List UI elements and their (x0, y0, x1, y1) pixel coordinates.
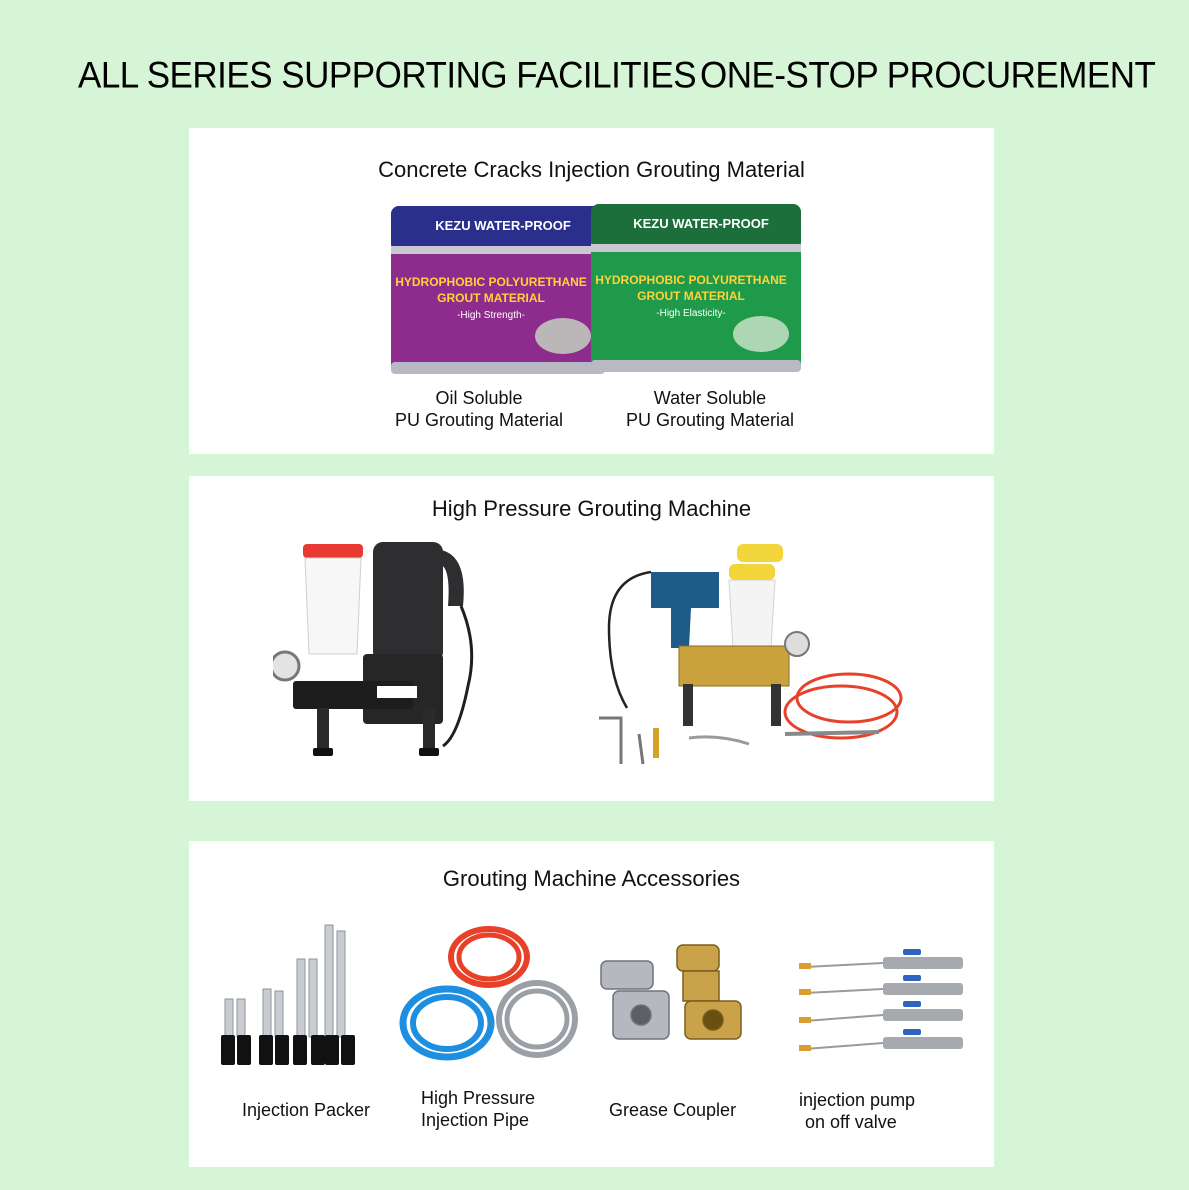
grease-coupler-caption: Grease Coupler (609, 1100, 737, 1120)
oil-grout-can: KEZU WATER-PROOF HYDROPHOBIC POLYURETHAN… (391, 206, 605, 374)
oil-can-product-line-1: HYDROPHOBIC POLYURETHANE (395, 275, 587, 289)
accessories-panel: Grouting Machine Accessories (189, 841, 994, 1167)
machines-panel: High Pressure Grouting Machine (189, 476, 994, 801)
machines-title: High Pressure Grouting Machine (431, 496, 752, 521)
headline: ALL SERIES SUPPORTING FACILITIES ONE-STO… (0, 55, 1189, 101)
injection-packer-caption: Injection Packer (241, 1100, 371, 1120)
water-caption-line-2: PU Grouting Material (625, 410, 795, 430)
headline-left: ALL SERIES SUPPORTING FACILITIES (78, 54, 697, 96)
injection-valve-image (799, 949, 963, 1051)
water-can-brand: KEZU WATER-PROOF (633, 216, 769, 231)
oil-caption-line-2: PU Grouting Material (394, 410, 564, 430)
oil-can-product-line-2: GROUT MATERIAL (437, 291, 545, 305)
injection-packer-image (221, 924, 355, 1065)
headline-right: ONE-STOP PROCUREMENT (700, 54, 1156, 96)
water-soluble-caption: Water Soluble PU Grouting Material (604, 387, 816, 431)
pipe-caption-line-1: High Pressure (421, 1088, 536, 1108)
accessories-title: Grouting Machine Accessories (442, 866, 741, 891)
injection-valve-caption: injection pump on off valve (799, 1089, 969, 1133)
materials-title: Concrete Cracks Injection Grouting Mater… (378, 157, 805, 182)
grout-cans-image: KEZU WATER-PROOF HYDROPHOBIC POLYURETHAN… (391, 204, 801, 374)
oil-soluble-caption: Oil Soluble PU Grouting Material (369, 387, 589, 431)
water-grout-can: KEZU WATER-PROOF HYDROPHOBIC POLYURETHAN… (591, 204, 801, 372)
water-can-tag: -High Elasticity- (656, 308, 725, 319)
valve-caption-line-1: injection pump (799, 1090, 916, 1110)
oil-can-brand: KEZU WATER-PROOF (435, 218, 571, 233)
injection-pipe-caption: High Pressure Injection Pipe (421, 1087, 581, 1131)
water-caption-line-1: Water Soluble (653, 388, 767, 408)
oil-caption-line-1: Oil Soluble (435, 388, 523, 408)
pipe-caption-line-2: Injection Pipe (421, 1110, 530, 1130)
injection-pipe-image (399, 926, 578, 1061)
grease-coupler-image (600, 944, 742, 1040)
dual-barrel-grouting-machine-image (599, 544, 903, 765)
oil-can-tag: -High Strength- (457, 310, 525, 321)
electric-grouting-pump-image (273, 542, 474, 756)
water-can-product-line-2: GROUT MATERIAL (637, 289, 745, 303)
valve-caption-line-2: on off valve (805, 1112, 897, 1132)
materials-panel: Concrete Cracks Injection Grouting Mater… (189, 128, 994, 454)
water-can-product-line-1: HYDROPHOBIC POLYURETHANE (595, 273, 787, 287)
